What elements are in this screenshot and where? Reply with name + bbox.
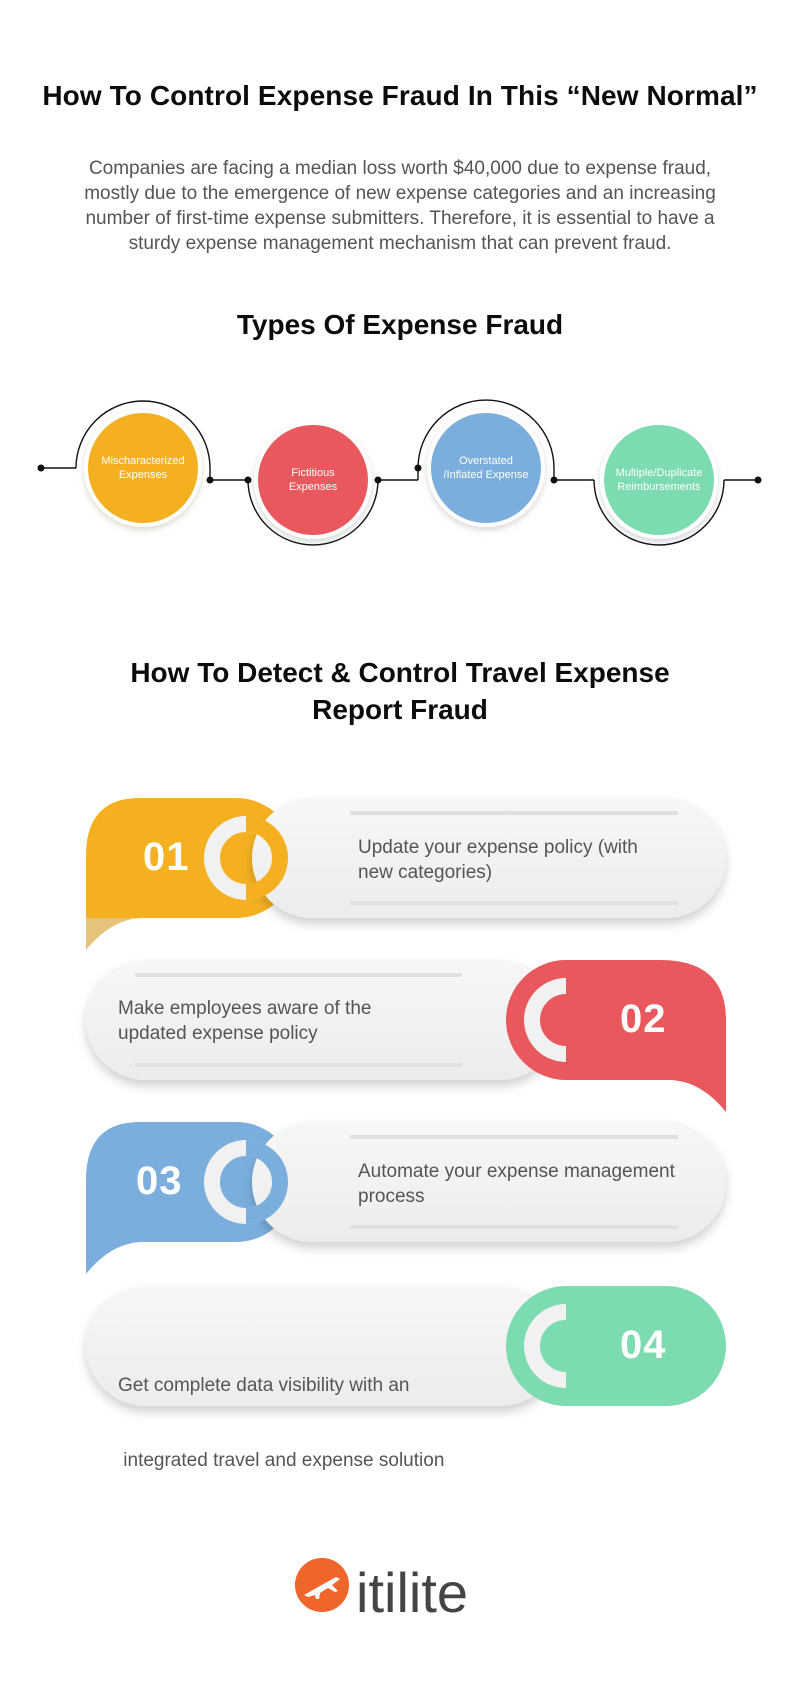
intro-paragraph: Companies are facing a median loss worth… — [84, 158, 716, 254]
step-text-line1: Update your expense policy (with — [358, 837, 638, 858]
fraud-disc-4 — [604, 425, 714, 535]
fraud-type-label-line1: Mischaracterized — [101, 455, 185, 467]
step-text-line2: updated expense policy — [118, 1023, 318, 1044]
types-heading: Types Of Expense Fraud — [236, 309, 564, 340]
itilite-logo-mark-icon — [295, 1558, 349, 1612]
step-text-line2: new categories) — [358, 862, 493, 883]
step-3-text: Automate your expense management process — [358, 1159, 708, 1209]
step-text-line1: Get complete data visibility with an — [118, 1375, 410, 1396]
fraud-type-fictitious: Fictitious Expenses — [253, 466, 373, 494]
fraud-disc-2 — [258, 425, 368, 535]
detect-heading-line2: Report Fraud — [312, 694, 488, 725]
fraud-type-mischaracterized: Mischaracterized Expenses — [83, 454, 203, 482]
fraud-type-label-line1: Multiple/Duplicate — [615, 467, 703, 479]
page-title: How To Control Expense Fraud In This “Ne… — [42, 80, 758, 111]
step-2-number: 02 — [620, 997, 667, 1041]
fraud-disc-3 — [431, 413, 541, 523]
fraud-types-diagram: Mischaracterized Expenses Fictitious Exp… — [0, 395, 800, 575]
fraud-type-label-line2: Expenses — [288, 481, 338, 493]
fraud-types-connector-svg — [37, 399, 762, 546]
brand-logo-text: itilite — [356, 1561, 469, 1624]
step-3-number: 03 — [136, 1159, 183, 1203]
step-4-text: Get complete data visibility with an int… — [118, 1323, 478, 1498]
step-text-line2: process — [358, 1186, 425, 1207]
fraud-type-label-line2: Reimbursements — [617, 481, 701, 493]
step-text-line1: Make employees aware of the — [118, 998, 372, 1019]
step-text-line2: integrated travel and expense solution — [118, 1450, 445, 1471]
step-1-number: 01 — [143, 835, 190, 879]
step-4-number: 04 — [620, 1323, 667, 1367]
detect-heading-line1: How To Detect & Control Travel Expense — [130, 657, 670, 688]
step-text-line1: Automate your expense management — [358, 1161, 675, 1182]
fraud-type-label-line2: /Inflated Expense — [443, 469, 529, 481]
step-2-text: Make employees aware of the updated expe… — [118, 996, 458, 1046]
detect-heading: How To Detect & Control Travel Expense R… — [0, 654, 800, 728]
fraud-type-duplicate: Multiple/Duplicate Reimbursements — [599, 466, 719, 494]
fraud-type-label-line1: Overstated — [459, 455, 513, 467]
fraud-disc-1 — [88, 413, 198, 523]
fraud-type-label-line2: Expenses — [118, 469, 168, 481]
fraud-type-overstated: Overstated /Inflated Expense — [426, 454, 546, 482]
fraud-type-label-line1: Fictitious — [291, 467, 335, 479]
step-1-text: Update your expense policy (with new cat… — [358, 835, 698, 885]
